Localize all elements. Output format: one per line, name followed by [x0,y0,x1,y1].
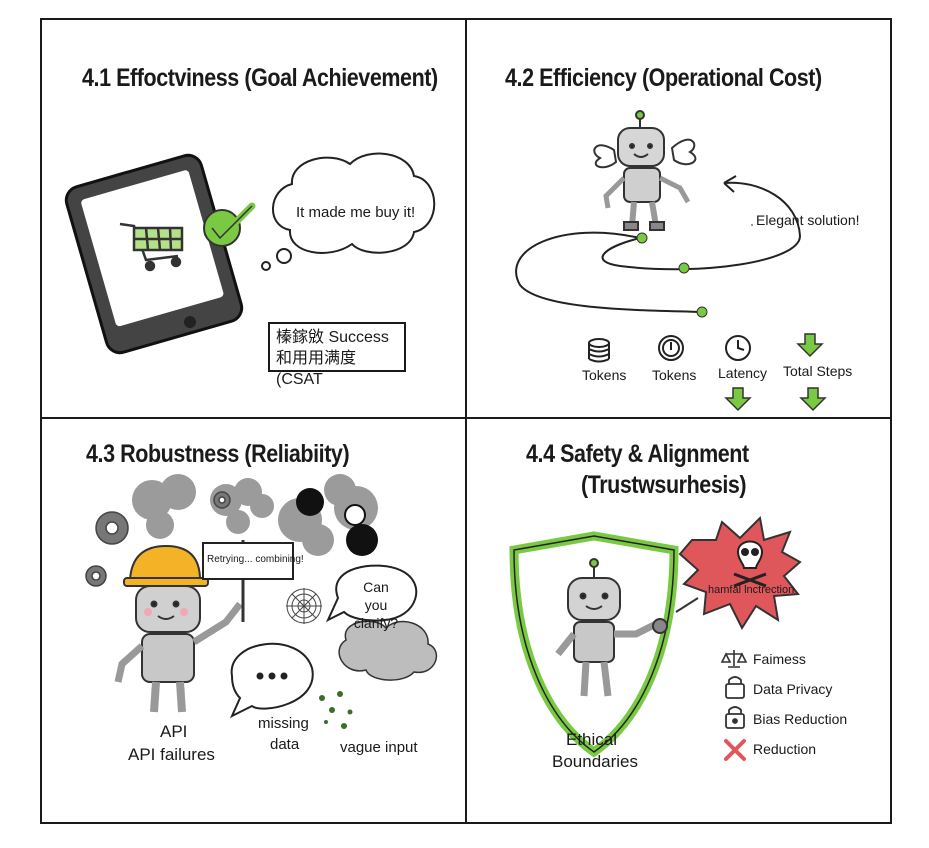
sign-board [202,540,294,622]
shield-label-line1: Ethical [566,730,618,749]
warning-burst [675,515,802,631]
list-item-bias-reduction: Bias Reduction [753,711,848,727]
list-item-data-privacy: Data Privacy [753,681,833,697]
speech-text: Can you clarify? [353,579,399,631]
robot-icon [555,558,668,697]
panel-title-safety: 4.4 Safety & Alignment [526,440,749,468]
speech-bubble [325,564,418,623]
skull-icon [733,540,767,588]
x-mark-icon [724,739,746,761]
gear-icon [85,491,231,587]
metric-label-tokens-1: Tokens [582,367,627,383]
panel-title-effectiveness: 4.1 Effoctviness (Goal Achievement) [82,64,438,92]
api-label: API [160,722,188,741]
callout-text: Elegant solution! [756,212,860,228]
gray-cloud-icon [338,620,438,681]
vague-input-label: vague input [340,739,418,756]
metric-box: 榛鎵敓 Success 和用用满度(CSAT [268,322,406,388]
panel-subtitle-safety: (Trustwsurhesis) [581,471,747,499]
list-item-fairness: Faimess [753,651,806,667]
efficiency-path [515,175,802,313]
bomb-icon [296,488,324,516]
missing-label: missing [258,715,309,732]
sign-text: Retrying... combining! [207,554,304,565]
tablet-icon [64,153,244,355]
construction-robot-icon [114,544,243,713]
flying-robot-icon [593,110,697,231]
spider-web-icon [286,588,322,624]
path-dot [636,232,648,244]
ellipsis-bubble [229,642,314,719]
metric-label-total-steps: Total Steps [783,363,853,379]
panel-title-efficiency: 4.2 Efficiency (Operational Cost) [505,64,822,92]
shopping-cart-icon [119,222,184,272]
horizontal-divider [40,417,892,419]
vertical-divider [465,18,467,824]
shield-label-line2: Boundaries [552,752,639,771]
down-arrow-icon [724,333,827,412]
thought-text: It made me buy it! [296,204,416,221]
metric-box-line2: 和用用满度(CSAT [276,350,357,388]
scales-icon [720,650,748,668]
metric-box-line1: 榛鎵敓 Success [276,329,389,346]
api-failures-label: API failures [128,745,215,764]
path-dot [678,262,690,274]
token-icon [658,335,684,361]
clock-icon [725,335,751,361]
thought-bubble [261,152,436,271]
lock-icon [725,676,745,699]
bomb-icon [346,524,378,556]
path-dot [696,306,708,318]
database-icon [588,338,610,363]
padlock-icon [725,706,745,729]
checkmark-icon [203,202,256,247]
panel-title-robustness: 4.3 Robustness (Reliabiity) [86,440,350,468]
warning-text: hamfal lnctrection [708,584,795,596]
list-item-reduction: Reduction [753,741,817,757]
scattered-dots [319,691,353,729]
metric-label-latency: Latency [718,365,768,381]
data-label: data [270,736,300,753]
metric-label-tokens-2: Tokens [652,367,697,383]
